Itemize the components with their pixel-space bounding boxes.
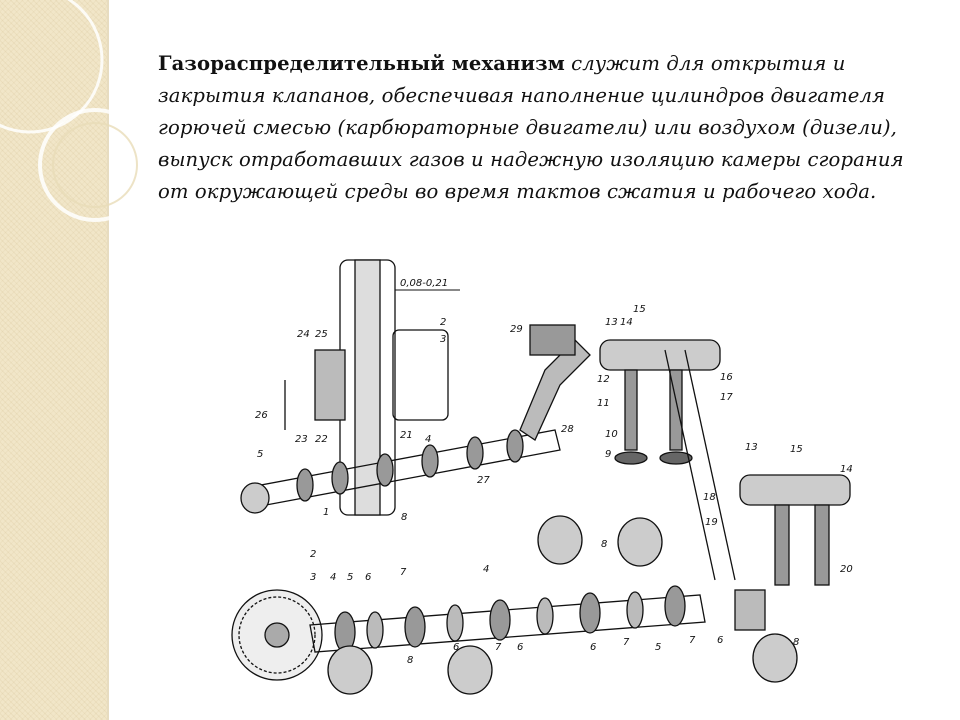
gear-hub bbox=[354, 259, 381, 516]
cam-lobe bbox=[626, 591, 644, 629]
part-label: 5 bbox=[257, 449, 263, 460]
description-text: Газораспределительный механизм служит дл… bbox=[158, 48, 928, 208]
lower-assembly bbox=[231, 474, 851, 695]
part-label: 6 bbox=[517, 642, 523, 653]
bushing bbox=[327, 645, 373, 695]
bushing bbox=[447, 645, 493, 695]
part-label: 5 bbox=[347, 572, 353, 583]
journal bbox=[404, 606, 426, 648]
part-label: 14 bbox=[620, 317, 633, 328]
part-label: 24 bbox=[297, 329, 310, 340]
part-label: 6 bbox=[590, 642, 596, 653]
tappet bbox=[734, 589, 766, 631]
description-term: Газораспределительный механизм bbox=[158, 52, 565, 75]
valve-spring bbox=[669, 369, 683, 451]
decorative-sidebar bbox=[0, 0, 107, 720]
cam-lobe bbox=[536, 597, 554, 635]
part-label: 7 bbox=[400, 567, 407, 578]
part-label: 6 bbox=[453, 642, 459, 653]
part-label: 6 bbox=[365, 572, 371, 583]
part-label: 2 bbox=[310, 549, 316, 560]
cam-lobe bbox=[331, 461, 349, 495]
part-label: 25 bbox=[315, 329, 328, 340]
part-label: 15 bbox=[633, 304, 646, 315]
part-label: 29 bbox=[510, 324, 523, 335]
decorative-rings bbox=[0, 0, 152, 222]
part-label: 19 bbox=[705, 517, 718, 528]
valve-spring bbox=[624, 369, 638, 451]
part-label: 15 bbox=[790, 444, 803, 455]
pushrod bbox=[684, 349, 736, 581]
part-label: 23 bbox=[295, 434, 308, 445]
bushing bbox=[617, 517, 663, 567]
part-label: 17 bbox=[720, 392, 733, 403]
part-label: 5 bbox=[655, 642, 661, 653]
cam-lobe bbox=[296, 468, 314, 502]
cam-lobe bbox=[446, 604, 464, 642]
gear-teeth bbox=[238, 596, 316, 674]
part-label: 12 bbox=[597, 374, 610, 385]
valve-train-diagram: 0,08-0,21 2 3 24 25 26 23 22 21 4 5 29 2… bbox=[231, 259, 853, 695]
part-label: 4 bbox=[330, 572, 336, 583]
part-label: 8 bbox=[401, 512, 407, 523]
camshaft-end bbox=[240, 482, 270, 514]
part-labels: 2 3 24 25 26 23 22 21 4 5 29 28 27 13 14… bbox=[255, 304, 853, 666]
bushing bbox=[752, 633, 798, 683]
gear-cover bbox=[392, 329, 449, 421]
lower-camshaft bbox=[309, 594, 706, 653]
description-body: служит для открытия и закрытия клапанов,… bbox=[158, 52, 904, 203]
clearance-label: 0,08-0,21 bbox=[400, 278, 448, 289]
part-label: 7 bbox=[623, 637, 630, 648]
part-label: 1 bbox=[323, 507, 329, 518]
part-label: 13 bbox=[745, 442, 758, 453]
part-label: 7 bbox=[495, 642, 502, 653]
part-label: 26 bbox=[255, 410, 268, 421]
valve-spring bbox=[814, 504, 830, 586]
part-label: 4 bbox=[483, 564, 489, 575]
part-label: 21 bbox=[400, 430, 413, 441]
rocker-arm-lower bbox=[739, 474, 851, 506]
part-label: 13 bbox=[605, 317, 618, 328]
part-label: 8 bbox=[601, 539, 607, 550]
part-label: 7 bbox=[689, 635, 696, 646]
part-label: 22 bbox=[315, 434, 328, 445]
cam-lobe bbox=[506, 429, 524, 463]
sidebar-divider bbox=[107, 0, 109, 720]
nut bbox=[314, 349, 346, 421]
upper-assembly bbox=[240, 259, 736, 581]
gear-center bbox=[264, 622, 290, 648]
part-label: 8 bbox=[793, 637, 799, 648]
distributor-head bbox=[529, 324, 576, 356]
part-label: 11 bbox=[597, 398, 610, 409]
part-label: 9 bbox=[605, 449, 611, 460]
part-label: 16 bbox=[720, 372, 733, 383]
valve-head bbox=[614, 451, 648, 465]
part-label: 20 bbox=[840, 564, 853, 575]
part-label: 8 bbox=[407, 655, 413, 666]
valve-head bbox=[659, 451, 693, 465]
part-label: 3 bbox=[440, 334, 446, 345]
part-label: 3 bbox=[310, 572, 316, 583]
journal bbox=[664, 585, 686, 627]
pushrod bbox=[664, 349, 716, 581]
part-label: 4 bbox=[425, 434, 431, 445]
cam-lobe bbox=[466, 436, 484, 470]
part-label: 14 bbox=[840, 464, 853, 475]
valve-spring bbox=[774, 504, 790, 586]
rocker-arm-upper bbox=[599, 339, 721, 371]
cam-lobe bbox=[376, 453, 394, 487]
bushing bbox=[537, 515, 583, 565]
part-label: 27 bbox=[477, 475, 490, 486]
part-label: 10 bbox=[605, 429, 618, 440]
clearance-callout: 0,08-0,21 bbox=[395, 278, 460, 291]
journal bbox=[579, 592, 601, 634]
cam-lobe bbox=[366, 611, 384, 649]
part-label: 28 bbox=[561, 424, 574, 435]
cam-lobe bbox=[421, 444, 439, 478]
distributor-drive bbox=[519, 339, 591, 441]
part-label: 6 bbox=[717, 635, 723, 646]
part-label: 18 bbox=[703, 492, 716, 503]
part-label: 2 bbox=[440, 317, 446, 328]
journal bbox=[489, 599, 511, 641]
